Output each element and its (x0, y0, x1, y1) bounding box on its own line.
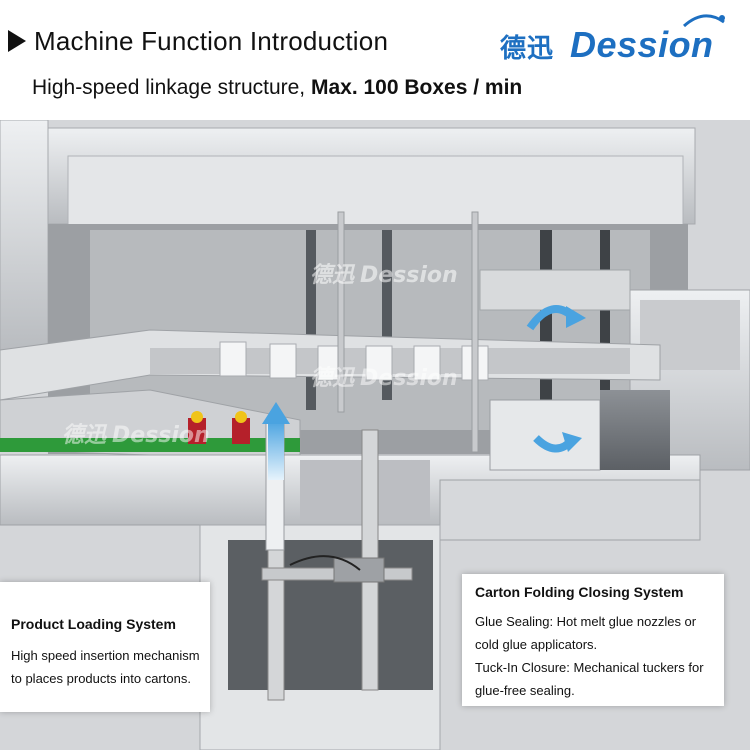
title-arrow-icon (8, 30, 26, 52)
callout-line: cold glue applicators. (475, 637, 598, 652)
logo-swoosh-icon (682, 14, 725, 28)
callout-line: Tuck-In Closure: Mechanical tuckers for (475, 660, 704, 675)
subtitle-prefix: High-speed linkage structure, (32, 76, 311, 99)
callout-carton-folding: Carton Folding Closing System Glue Seali… (462, 574, 724, 706)
callout-line: Glue Sealing: Hot melt glue nozzles or (475, 614, 697, 629)
callout-title: Product Loading System (11, 616, 176, 632)
page-subtitle: High-speed linkage structure, Max. 100 B… (32, 76, 522, 100)
page-title: Machine Function Introduction (34, 25, 389, 56)
curved-arrow-icon (526, 305, 586, 453)
brand-logo: 德迅 Dession (500, 12, 730, 72)
upward-arrow-icon (262, 402, 290, 480)
callout-title: Carton Folding Closing System (475, 584, 684, 600)
header: Machine Function Introduction High-speed… (0, 0, 750, 120)
callout-description: High speed insertion mechanism to places… (11, 644, 211, 690)
brand-logo-en: Dession (570, 24, 714, 65)
callout-line: High speed insertion mechanism (11, 648, 200, 663)
callout-line: to places products into cartons. (11, 671, 191, 686)
callout-line: glue-free sealing. (475, 683, 575, 698)
subtitle-emphasis: Max. 100 Boxes / min (310, 76, 523, 99)
callout-product-loading: Product Loading System High speed insert… (0, 582, 210, 712)
callout-description: Glue Sealing: Hot melt glue nozzles or c… (475, 610, 720, 702)
brand-logo-cn: 德迅 (500, 34, 555, 64)
title-row: Machine Function Introduction (8, 24, 388, 58)
